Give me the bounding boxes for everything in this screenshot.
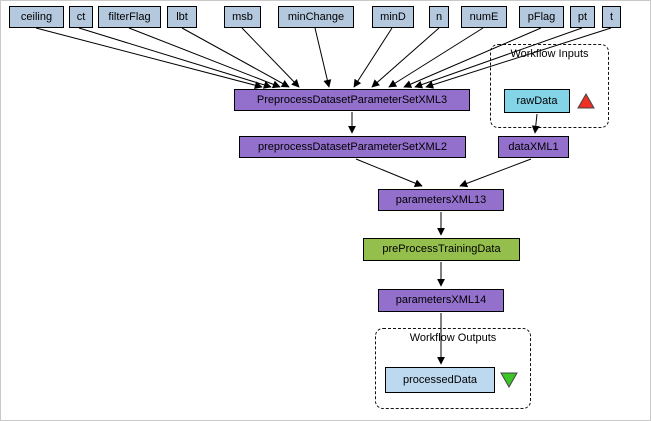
node-parametersxml13[interactable]: parametersXML13 bbox=[378, 189, 504, 211]
node-parametersxml14[interactable]: parametersXML14 bbox=[378, 289, 504, 312]
node-preprocessdatasetparametersetxml2[interactable]: preprocessDatasetParameterSetXML2 bbox=[239, 136, 466, 158]
param-node-ct[interactable]: ct bbox=[69, 6, 93, 28]
param-node-ceiling[interactable]: ceiling bbox=[9, 6, 64, 28]
param-node-filterflag[interactable]: filterFlag bbox=[98, 6, 161, 28]
node-preprocessdatasetparametersetxml3[interactable]: PreprocessDatasetParameterSetXML3 bbox=[234, 89, 470, 111]
param-node-lbt[interactable]: lbt bbox=[167, 6, 197, 28]
workflow-inputs-label: Workflow Inputs bbox=[510, 48, 589, 60]
node-preprocesstrainingdata[interactable]: preProcessTrainingData bbox=[363, 238, 520, 261]
param-node-n[interactable]: n bbox=[429, 6, 449, 28]
workflow-outputs-group: Workflow Outputs bbox=[375, 328, 531, 409]
param-node-minchange[interactable]: minChange bbox=[278, 6, 354, 28]
param-node-nume[interactable]: numE bbox=[461, 6, 507, 28]
workflow-inputs-group: Workflow Inputs bbox=[490, 44, 609, 128]
input-marker-icon bbox=[577, 93, 595, 109]
output-marker-icon bbox=[500, 372, 518, 388]
param-node-mind[interactable]: minD bbox=[372, 6, 414, 28]
param-node-pt[interactable]: pt bbox=[570, 6, 595, 28]
processeddata-port[interactable]: processedData bbox=[385, 367, 495, 393]
node-dataxml1[interactable]: dataXML1 bbox=[498, 136, 569, 158]
param-node-pflag[interactable]: pFlag bbox=[519, 6, 564, 28]
workflow-outputs-label: Workflow Outputs bbox=[409, 332, 497, 344]
rawdata-port[interactable]: rawData bbox=[504, 89, 570, 113]
param-node-msb[interactable]: msb bbox=[224, 6, 261, 28]
param-node-t[interactable]: t bbox=[602, 6, 621, 28]
